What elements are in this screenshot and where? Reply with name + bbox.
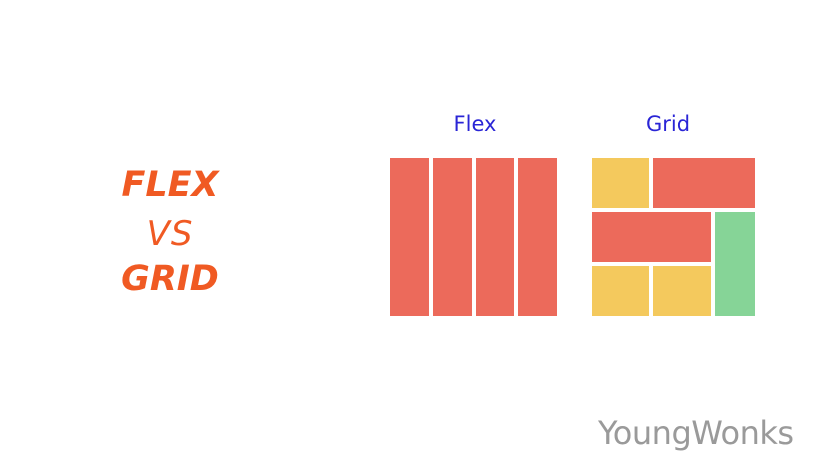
flex-column-block <box>476 158 514 316</box>
grid-cell-red-top-right <box>653 158 755 208</box>
grid-cell-yellow-top-left <box>592 158 649 208</box>
title-vs-word: VS <box>146 214 194 254</box>
youngwonks-watermark: YoungWonks <box>598 414 794 452</box>
grid-cell-yellow-bottom-left <box>592 266 649 316</box>
title-flex-word: FLEX <box>121 165 219 205</box>
grid-cell-green-right <box>715 212 755 316</box>
flex-column-block <box>390 158 429 316</box>
grid-cell-yellow-bottom-middle <box>653 266 711 316</box>
grid-cell-red-middle <box>592 212 711 262</box>
flex-diagram-label: Flex <box>453 112 497 136</box>
flex-column-block <box>433 158 472 316</box>
flex-column-block <box>518 158 557 316</box>
grid-diagram-label: Grid <box>645 112 691 136</box>
title-grid-word: GRID <box>121 259 219 299</box>
